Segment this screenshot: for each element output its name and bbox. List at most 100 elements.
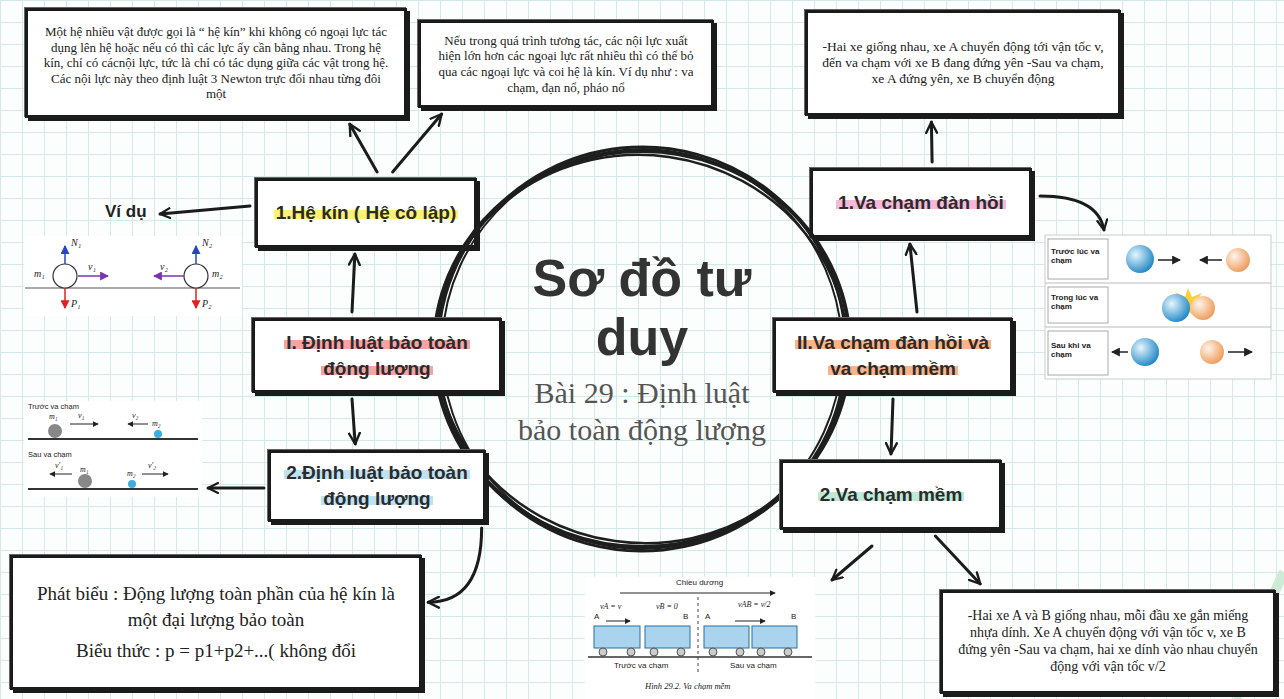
- soft-collision-figure: [698, 597, 699, 672]
- figure-label: Trước lúc va chạm: [1051, 248, 1105, 266]
- collision-figure: [154, 430, 162, 438]
- collision-figure: [78, 474, 92, 488]
- leader-arrow: [832, 546, 872, 580]
- figure-label: m₁: [80, 466, 89, 475]
- example-figure: [53, 264, 77, 288]
- elastic-figure: [1048, 287, 1108, 323]
- example-figure: [24, 236, 242, 316]
- figure-label: v₁: [88, 261, 96, 272]
- soft-collision-figure: [757, 648, 765, 656]
- text-line: Biểu thức : p = p1+p2+...( không đổi: [76, 638, 356, 664]
- text-line: -Hai xe A và B giống nhau, mỗi đầu xe gắ…: [955, 608, 1261, 675]
- text-line: 2.Va chạm mềm: [818, 482, 965, 508]
- figure-label: Chiều dương: [676, 579, 723, 588]
- figure-label: N₂: [202, 237, 212, 248]
- example-figure: [24, 236, 242, 316]
- soft-collision-figure: [784, 648, 792, 656]
- note-text: Phát biểu : Động lượng toàn phần của hệ …: [25, 581, 407, 632]
- figure-label: v₂: [132, 412, 138, 421]
- soft-collision-figure: [677, 648, 685, 656]
- leader-arrow: [1040, 196, 1104, 230]
- elastic-figure: [1226, 248, 1250, 272]
- soft-collision-figure: [627, 648, 635, 656]
- example-figure: [25, 288, 240, 289]
- connector-arrow: [935, 536, 980, 584]
- soft-collision-figure: [645, 626, 690, 648]
- text-line: 2.Định luật bảo toàn động lượng: [281, 460, 473, 511]
- collision-figure: [128, 424, 148, 425]
- topic-text: 2.Định luật bảo toàn động lượng: [284, 462, 470, 509]
- text-line: Nếu trong quá trình tương tác, các nội l…: [433, 33, 699, 95]
- elastic-figure: [1131, 338, 1159, 366]
- figure-label: m₁: [34, 268, 45, 279]
- text-line: Một hệ nhiều vật được gọi là “ hệ kín” k…: [40, 24, 392, 102]
- collision-figure: [50, 474, 72, 475]
- figure-label: m₂: [152, 420, 161, 429]
- figure-label: m₁: [49, 413, 58, 422]
- connector-arrow: [352, 254, 355, 312]
- map-subtitle: Bài 29 : Định luật bảo toàn động lượng: [511, 374, 773, 449]
- example-label: Ví dụ: [105, 203, 147, 222]
- example-figure: [64, 288, 66, 308]
- collision-figure: [128, 480, 136, 488]
- collision-figure: [70, 424, 98, 425]
- figure-label: Sau va chạm: [28, 451, 72, 459]
- figure-label: Trước va chạm: [614, 662, 668, 671]
- collision-figure: [24, 401, 202, 497]
- soft-collision-figure: [594, 626, 640, 648]
- figure-label: B: [683, 613, 688, 622]
- topic-box: 1.Va chạm đàn hồi: [810, 168, 1032, 238]
- topic-box: 2.Định luật bảo toàn động lượng: [268, 450, 486, 522]
- soft-collision-figure: [585, 577, 815, 699]
- soft-collision-figure: [585, 577, 815, 699]
- soft-collision-figure: [704, 626, 749, 648]
- collision-figure: [48, 424, 62, 438]
- figure-label: N₁: [71, 237, 81, 248]
- collision-figure: [28, 438, 198, 440]
- elastic-figure: [1045, 235, 1271, 379]
- collision-figure: [28, 488, 198, 490]
- figure-label: A: [705, 613, 710, 622]
- figure-label: Hình 29.2. Va chạm mềm: [645, 682, 730, 691]
- figure-label: B: [791, 613, 796, 622]
- collision-figure: [142, 474, 168, 475]
- note-text: Nếu trong quá trình tương tác, các nội l…: [433, 33, 699, 95]
- example-figure: [64, 246, 66, 264]
- soft-collision-figure: [599, 648, 607, 656]
- note-text: -Hai xe giống nhau, xe A chuyển động tới…: [820, 39, 1106, 88]
- connector-arrow: [891, 399, 893, 454]
- example-figure: [184, 264, 208, 288]
- soft-collision-figure: [588, 656, 812, 658]
- note-box: Một hệ nhiều vật được gọi là “ hệ kín” k…: [25, 8, 407, 118]
- elastic-figure: [1126, 245, 1154, 273]
- elastic-figure: [1200, 259, 1222, 261]
- elastic-figure: [1200, 340, 1224, 364]
- elastic-figure: [1112, 351, 1128, 353]
- elastic-figure: [1228, 351, 1252, 353]
- topic-box: II.Va chạm đàn hồi và va chạm mềm: [773, 318, 1013, 393]
- note-box: -Hai xe A và B giống nhau, mỗi đầu xe gắ…: [940, 590, 1276, 694]
- connector-arrow: [350, 124, 377, 172]
- topic-text: 1.Hệ kín ( Hệ cô lập): [274, 202, 459, 223]
- figure-label: vB = 0: [656, 603, 678, 612]
- topic-text: II.Va chạm đàn hồi và va chạm mềm: [795, 332, 991, 379]
- note-text: -Hai xe A và B giống nhau, mỗi đầu xe gắ…: [955, 608, 1261, 675]
- note-box: Phát biểu : Động lượng toàn phần của hệ …: [10, 555, 422, 690]
- elastic-figure: [1048, 239, 1108, 279]
- leader-arrow: [208, 487, 264, 490]
- soft-collision-figure: [620, 593, 775, 594]
- leader-arrow: [160, 206, 250, 214]
- example-figure: [78, 275, 108, 277]
- figure-label: P₂: [202, 298, 212, 309]
- figure-label: P₁: [71, 298, 81, 309]
- elastic-figure: [1191, 296, 1215, 320]
- figure-label: vA = v: [600, 603, 621, 612]
- connector-arrow: [393, 114, 442, 172]
- elastic-figure: [1045, 283, 1271, 284]
- soft-collision-figure: [650, 648, 658, 656]
- soft-collision-figure: [709, 648, 717, 656]
- text-line: Phát biểu : Động lượng toàn phần của hệ …: [25, 581, 407, 632]
- soft-collision-figure: [735, 621, 765, 622]
- figure-label: vAB = v/2: [738, 601, 771, 610]
